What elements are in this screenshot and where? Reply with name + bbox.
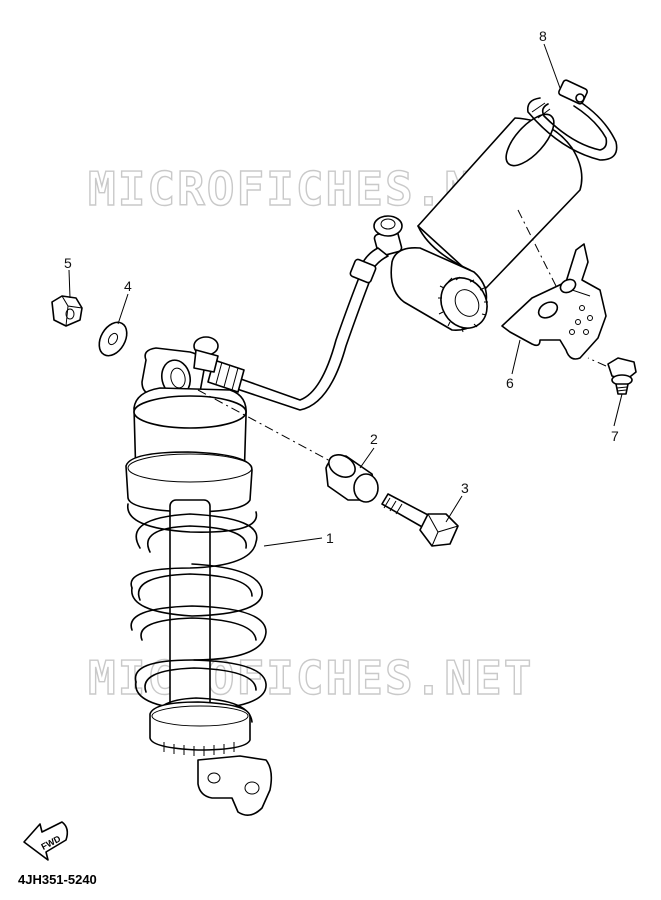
center-lines bbox=[197, 209, 607, 463]
callout-3: 3 bbox=[461, 480, 469, 496]
leader-lines bbox=[68, 43, 623, 547]
callout-5: 5 bbox=[64, 255, 72, 271]
watermark-bottom: MICROFICHES.NET bbox=[88, 651, 533, 705]
shock-absorber bbox=[125, 336, 273, 816]
callout-8: 8 bbox=[539, 28, 547, 44]
callout-7: 7 bbox=[611, 428, 619, 444]
bolt bbox=[381, 493, 459, 547]
nut bbox=[51, 295, 83, 327]
reservoir-band bbox=[526, 79, 618, 161]
collar bbox=[325, 454, 379, 503]
reservoir-bracket bbox=[501, 243, 607, 360]
callout-4: 4 bbox=[124, 278, 132, 294]
washer bbox=[98, 321, 128, 357]
fwd-arrow-icon: FWD bbox=[23, 821, 69, 861]
callout-numbers: 1 2 3 4 5 6 7 8 bbox=[64, 28, 619, 546]
reservoir-hose bbox=[207, 258, 377, 411]
callout-2: 2 bbox=[370, 431, 378, 447]
diagram-code: 4JH351-5240 bbox=[18, 872, 97, 887]
callout-1: 1 bbox=[326, 530, 334, 546]
bracket-screw bbox=[607, 357, 637, 395]
callout-6: 6 bbox=[506, 375, 514, 391]
